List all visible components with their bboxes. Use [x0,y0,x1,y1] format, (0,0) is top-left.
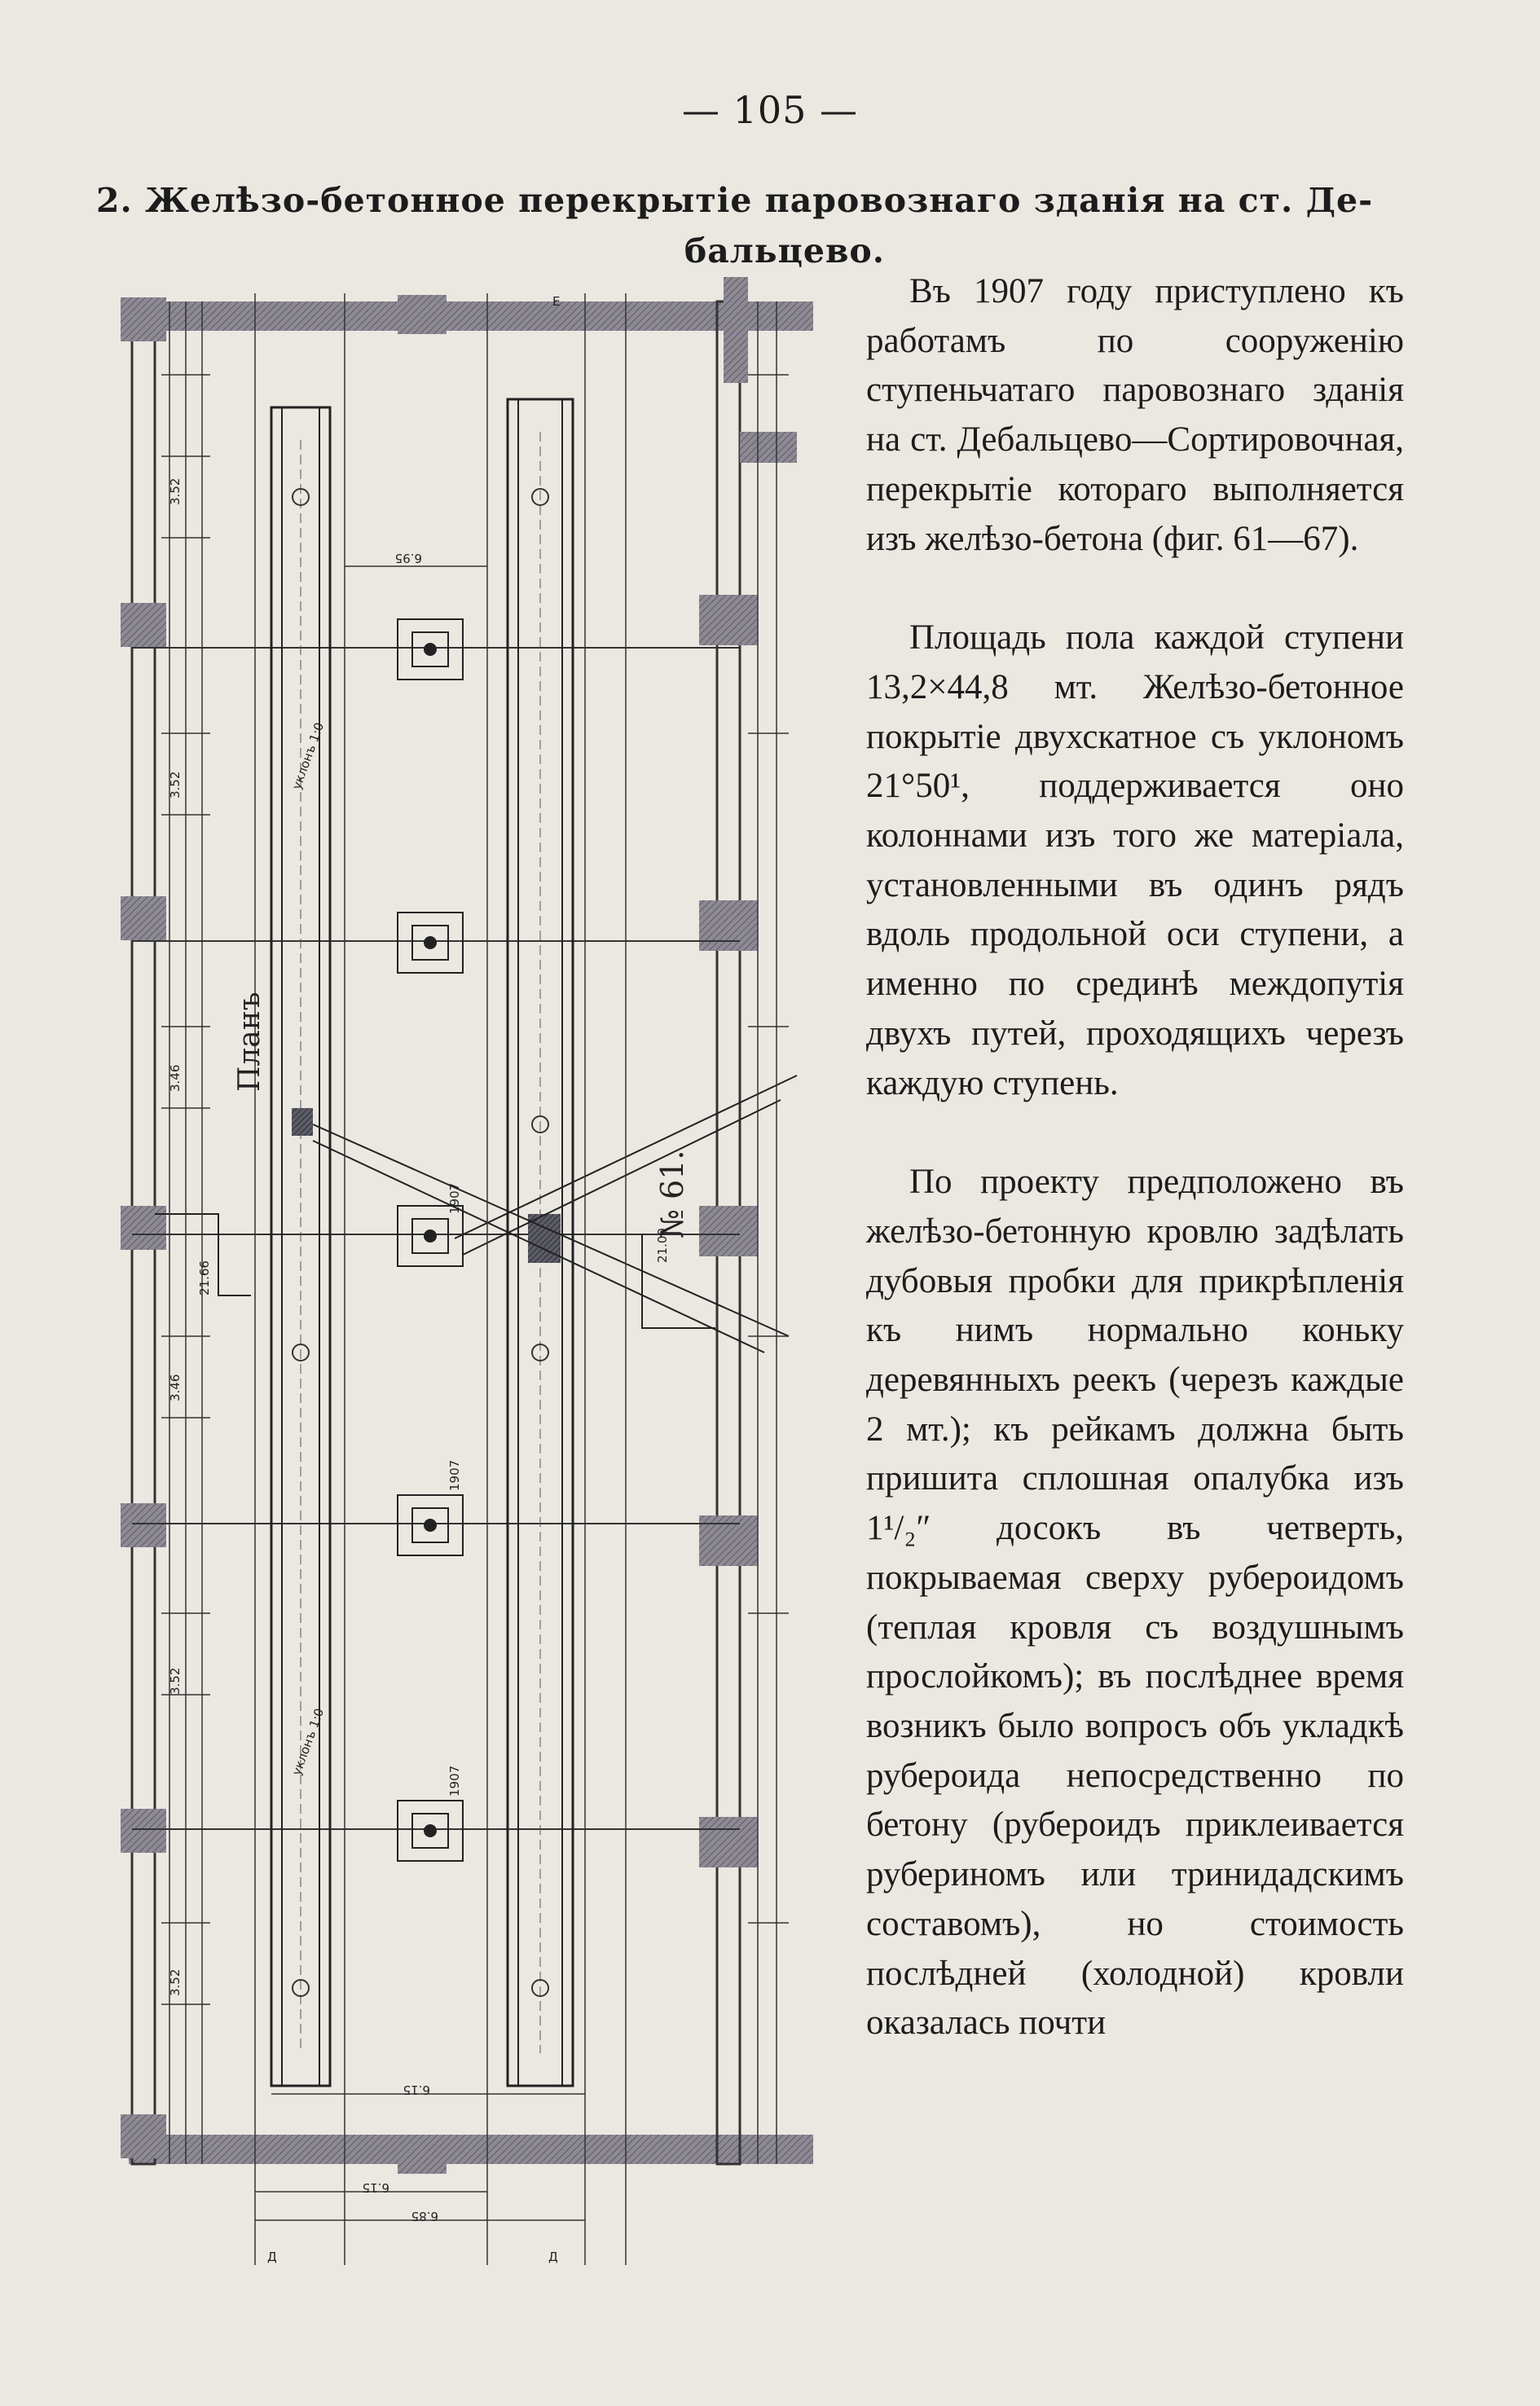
dim-label-top: 6.95 [395,551,422,565]
dim-label-5: 3.46 [168,1375,183,1401]
figure-caption: № 61. [654,1150,690,1238]
slope-label-2: уклонъ 1:0 [289,1706,327,1777]
wall-top [129,301,813,331]
top-pilaster-mid [398,295,447,334]
dim-label-2: 3.52 [168,772,183,798]
column-label-1: 1907 [447,1183,462,1214]
dim-lines-bottom [255,565,585,2221]
figure-61-plan: 3.52 3.52 3.46 21.66 3.46 3.52 3.52 6.95… [96,277,829,2265]
page-number: — 105 — [681,88,859,132]
notch-right [641,1234,715,1329]
wall-bottom [129,2135,813,2164]
dim-label-total: 21.00 [655,1228,670,1263]
dim-label-bottom-1: 6.15 [403,2083,430,2097]
column-footings [397,618,464,1862]
dim-label-bottom-3: 6.85 [411,2209,438,2223]
paragraph-2: Площадь пола каждой ступени 13,2×44,8 мт… [866,618,1404,1102]
dim-label-1: 3.52 [168,478,183,505]
dim-label-7: 3.52 [168,1969,183,1996]
dim-label-4: 21.66 [197,1260,212,1295]
axis-lines [254,293,627,2265]
bottom-pilaster-mid [398,2135,447,2174]
tick-marks [161,374,789,2005]
plan-drawing: 3.52 3.52 3.46 21.66 3.46 3.52 3.52 6.95… [121,277,813,2265]
paragraph-3: По проекту предположено въ желѣзо-бетонн… [866,1163,1404,2043]
axis-label-bottom-2: Д [267,2250,277,2264]
column-label-2: 1907 [447,1460,462,1491]
plan-label: Планъ [233,992,266,1092]
wall-right-projection [740,432,797,463]
paragraph-1: Въ 1907 году приступлено къ работамъ по … [866,272,1404,558]
dim-label-bottom-2: 6.15 [363,2180,389,2195]
section-mark-left [292,1108,313,1136]
axis-label-top: Е [552,294,560,309]
track-circles [292,488,549,1997]
slope-label-1: уклонъ 1:0 [289,720,327,791]
notch-left [155,1213,251,1296]
column-label-3: 1907 [447,1766,462,1797]
left-pilasters [121,297,166,2158]
section-title-line-2: бальцево. [684,231,886,271]
section-title-line-1: 2. Желѣзо-бетонное перекрытіе паровознаг… [96,181,1374,220]
dim-label-3: 3.46 [168,1065,183,1092]
dim-lines-left [169,301,203,2164]
body-text: Въ 1907 году приступлено къ работамъ по … [866,267,1404,2048]
wall-right-top-block [724,277,748,383]
track-left [270,406,332,2087]
section-title: 2. Желѣзо-бетонное перекрытіе паровознаг… [96,175,1374,276]
right-pilasters [699,595,758,1867]
dim-label-6: 3.52 [168,1668,183,1695]
dim-lines-right [757,301,777,2164]
axis-label-bottom-1: Д [548,2250,558,2264]
